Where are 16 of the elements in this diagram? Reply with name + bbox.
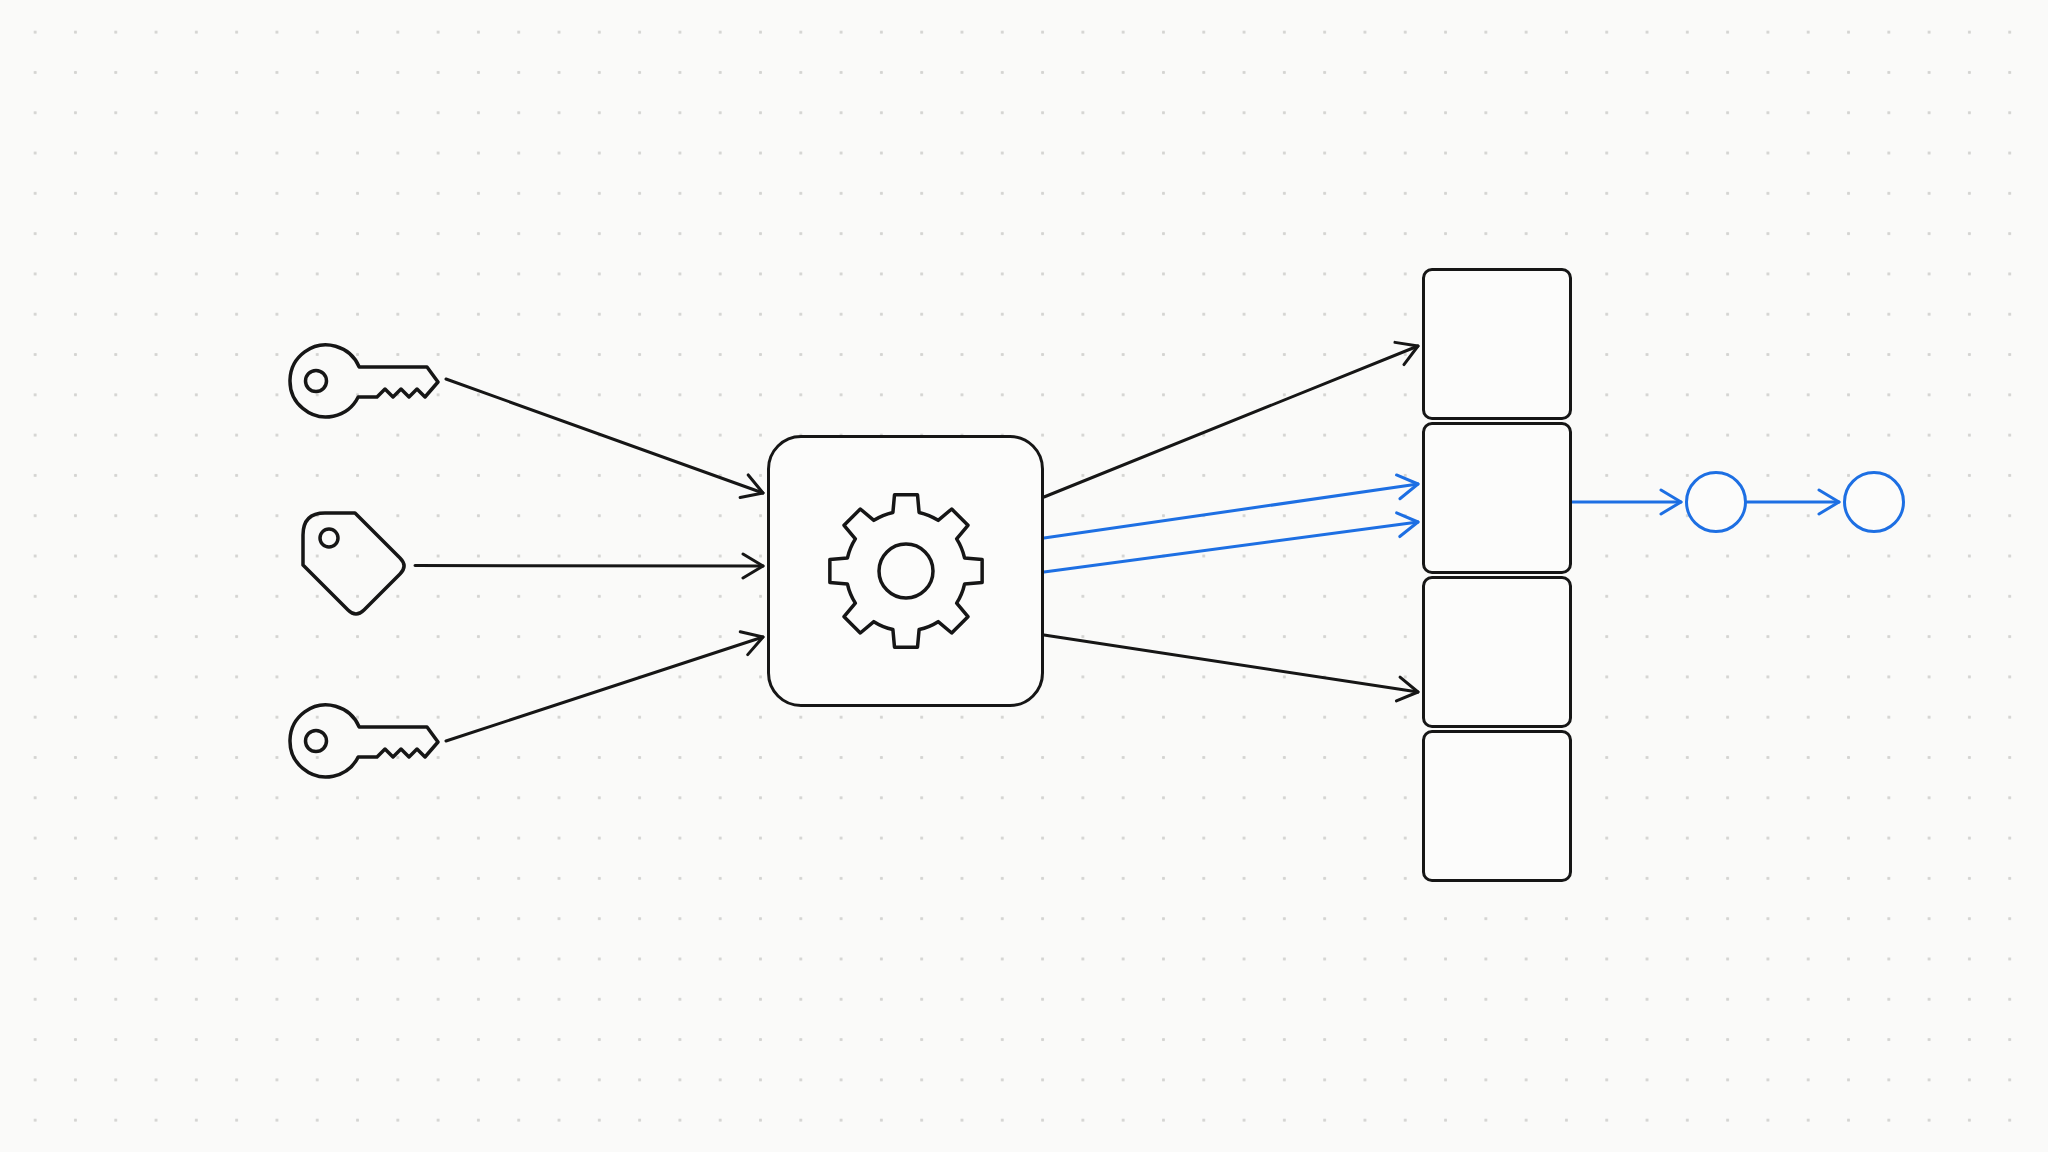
process-box (767, 435, 1044, 707)
arrow (1570, 488, 1683, 516)
arrow (1042, 633, 1420, 703)
arrow (444, 377, 765, 499)
key-icon (288, 703, 442, 779)
bucket-slot (1422, 422, 1572, 574)
bucket-slot (1422, 268, 1572, 420)
arrow (413, 552, 765, 580)
arrow (1042, 340, 1420, 499)
bucket-slot (1422, 730, 1572, 882)
arrow (1042, 473, 1420, 540)
arrow (444, 630, 765, 743)
arrow (1745, 488, 1841, 516)
bucket-slot (1422, 576, 1572, 728)
arrow (1042, 511, 1420, 574)
key-icon (288, 343, 442, 419)
